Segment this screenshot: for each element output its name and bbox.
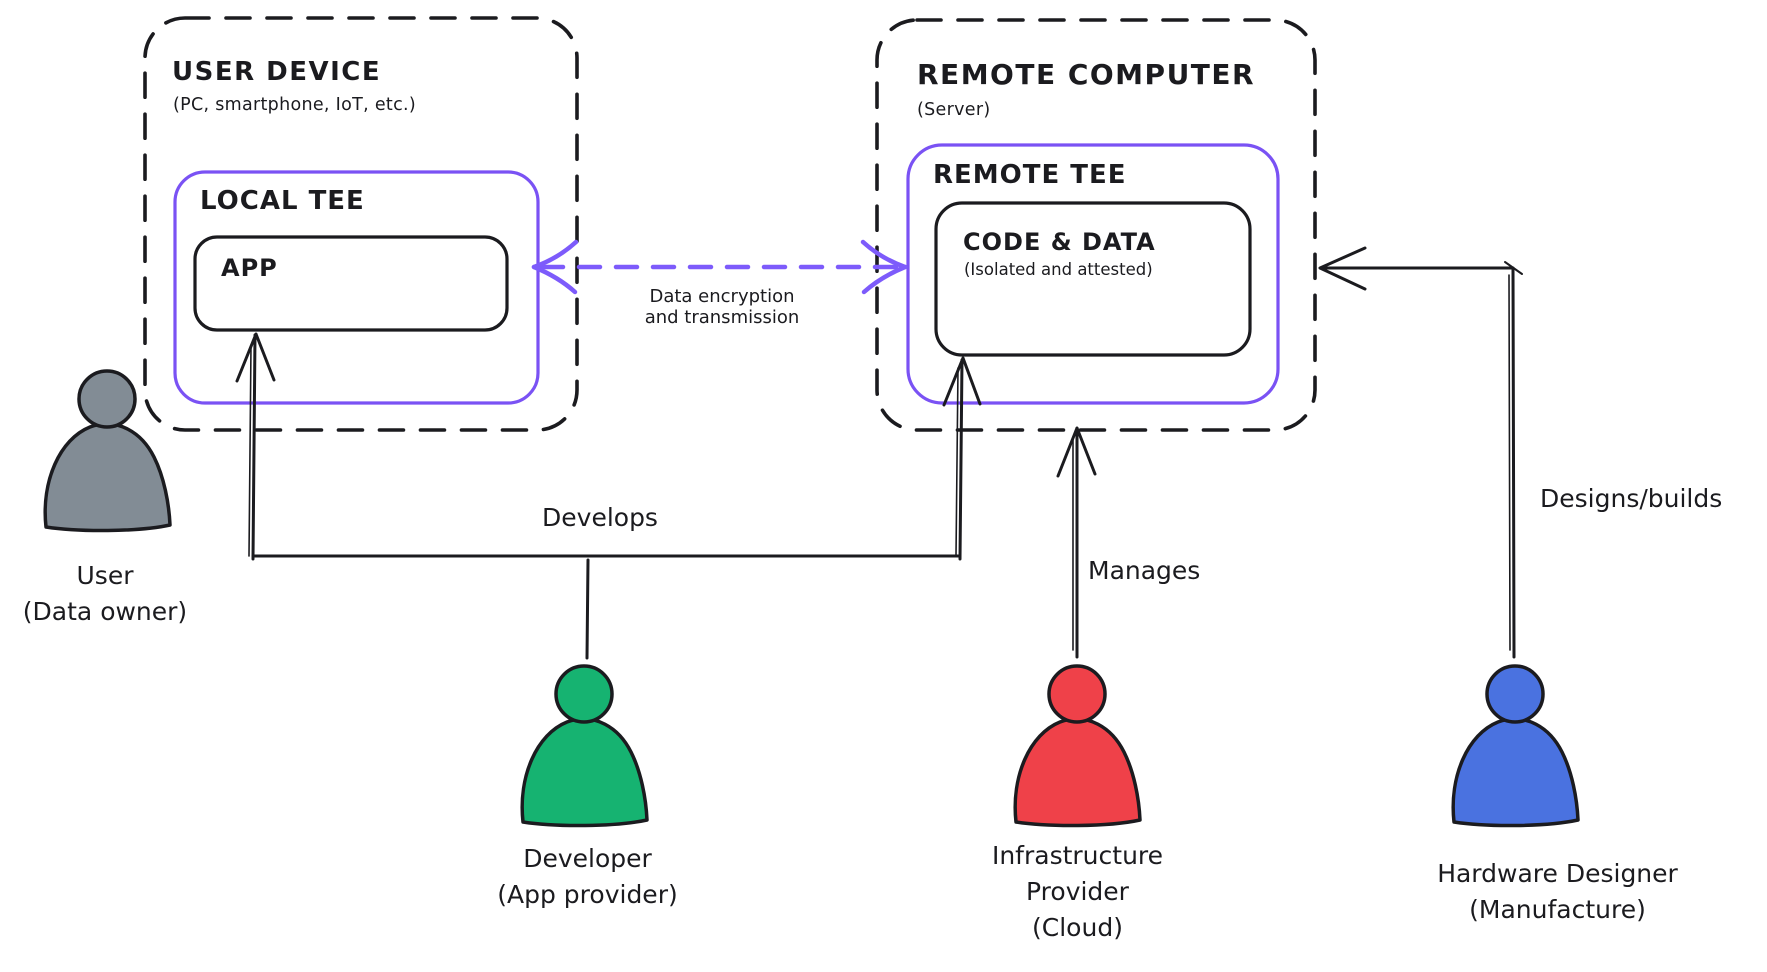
infrastructure-label: Infrastructure Provider (Cloud) xyxy=(945,838,1210,946)
user-device-subtitle: (PC, smartphone, IoT, etc.) xyxy=(173,95,416,115)
designs-builds-label: Designs/builds xyxy=(1540,484,1723,513)
develops-arrow xyxy=(235,332,982,660)
hardware-name: Hardware Designer xyxy=(1437,859,1678,888)
hardware-label: Hardware Designer (Manufacture) xyxy=(1390,856,1725,928)
user-label: User (Data owner) xyxy=(5,558,205,630)
encryption-label: Data encryption and transmission xyxy=(622,286,822,328)
infrastructure-name-line1: Infrastructure xyxy=(991,841,1164,870)
infrastructure-role: (Cloud) xyxy=(1032,913,1123,942)
hardware-person-icon xyxy=(1451,664,1580,828)
app-box xyxy=(193,235,509,332)
developer-name: Developer xyxy=(523,844,652,873)
developer-label: Developer (App provider) xyxy=(455,841,720,913)
infrastructure-name-line2: Provider xyxy=(1026,877,1129,906)
infrastructure-person-icon xyxy=(1013,664,1142,828)
code-data-title: CODE & DATA xyxy=(963,228,1156,256)
developer-person-icon xyxy=(520,664,649,828)
encryption-label-line1: Data encryption xyxy=(649,286,795,307)
user-device-title: USER DEVICE xyxy=(172,57,382,87)
local-tee-title: LOCAL TEE xyxy=(200,186,365,216)
code-data-box xyxy=(934,201,1252,357)
develops-label: Develops xyxy=(542,503,658,532)
user-role: (Data owner) xyxy=(22,597,188,626)
remote-computer-title: REMOTE COMPUTER xyxy=(917,58,1256,91)
user-name: User xyxy=(76,561,134,590)
remote-computer-subtitle: (Server) xyxy=(917,100,991,120)
hardware-role: (Manufacture) xyxy=(1469,895,1646,924)
designs-builds-arrow xyxy=(1318,246,1523,659)
code-data-subtitle: (Isolated and attested) xyxy=(964,260,1153,279)
remote-tee-title: REMOTE TEE xyxy=(933,160,1127,190)
manages-arrow xyxy=(1056,426,1097,659)
manages-label: Manages xyxy=(1088,556,1201,585)
app-title: APP xyxy=(221,254,278,282)
encryption-label-line2: and transmission xyxy=(644,307,800,328)
user-person-icon xyxy=(43,369,172,533)
developer-role: (App provider) xyxy=(497,880,678,909)
encryption-arrow xyxy=(531,239,908,295)
